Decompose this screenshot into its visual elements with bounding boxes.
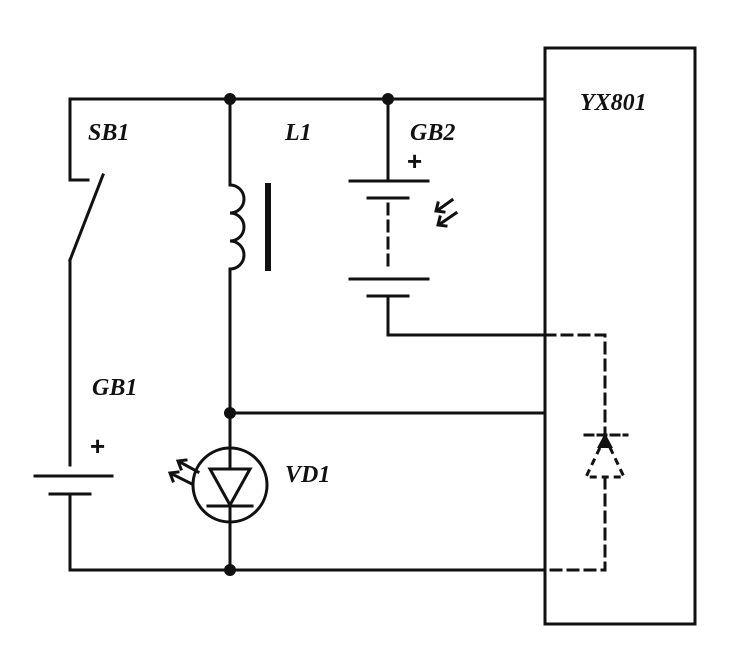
- ic-internal-dashed-upper: [543, 333, 607, 434]
- cell-gb2-label: GB2: [410, 120, 455, 146]
- junction-dot-middle: [224, 407, 236, 419]
- inductor-l1-coil: [228, 183, 246, 271]
- led-vd1-triangle: [207, 467, 253, 509]
- ic-label: YX801: [580, 90, 647, 116]
- light-incidence-arrows-icon: [434, 197, 459, 228]
- ic-internal-diode-triangle: [583, 433, 627, 479]
- cell-gb2-bottom-wire: [386, 294, 547, 337]
- switch-sb1-blade: [68, 173, 105, 262]
- ic-internal-dashed-lower: [543, 476, 607, 572]
- battery-gb1-plus-sign: +: [90, 431, 105, 461]
- inductor-label: L1: [284, 120, 312, 146]
- switch-label: SB1: [88, 120, 129, 146]
- led-label: VD1: [285, 462, 330, 488]
- ic-internal-diode-arrow-icon: [597, 433, 613, 448]
- junction-dot-top-left: [224, 93, 236, 105]
- junction-dot-top-right: [382, 93, 394, 105]
- cell-gb2-plus-sign: +: [407, 146, 422, 176]
- led-emission-arrows-icon: [167, 458, 201, 487]
- junction-dot-bottom: [224, 564, 236, 576]
- battery-gb1-lower-wire: [68, 492, 547, 572]
- switch-left-upper-wire: [68, 97, 90, 182]
- battery-gb1-label: GB1: [92, 375, 137, 401]
